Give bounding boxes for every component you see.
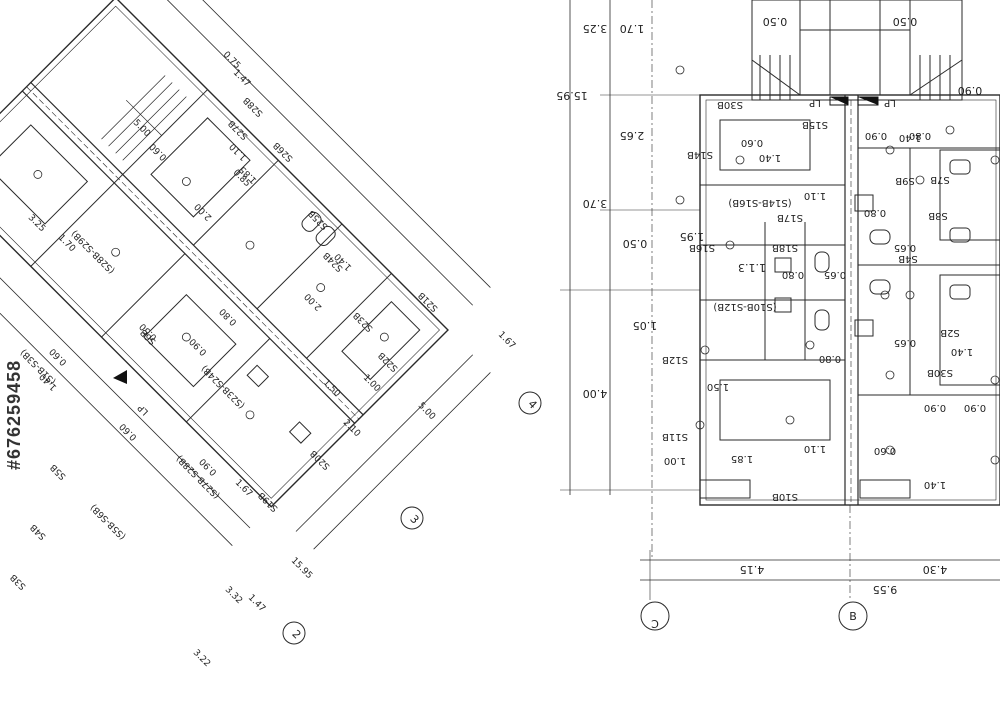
bed bbox=[939, 274, 1000, 386]
room-tag: S14B bbox=[687, 149, 713, 160]
room-dimension: 1.40 bbox=[951, 346, 973, 357]
toilet-fixture bbox=[869, 229, 891, 245]
toilet-fixture bbox=[869, 279, 891, 295]
dimension-label: 1.05 bbox=[633, 319, 658, 332]
room-tag: S9B bbox=[895, 175, 915, 186]
room-tag: S30B bbox=[717, 99, 743, 110]
room-tag: S8B bbox=[928, 210, 948, 221]
room-dimension: 0.65 bbox=[894, 337, 916, 348]
room-tag: S4B bbox=[898, 253, 918, 264]
left-grid-bubbles bbox=[282, 391, 542, 645]
room-dimension: 0.65 bbox=[824, 269, 846, 280]
dimension-label: 4.30 bbox=[923, 563, 948, 576]
left-floor-plan bbox=[0, 0, 491, 550]
dimension-label: 3.25 bbox=[583, 22, 608, 35]
room-dimension: 0.80 bbox=[909, 130, 931, 141]
room-dimension: 0.90 bbox=[865, 130, 887, 141]
room-dimension: 0.80 bbox=[782, 269, 804, 280]
room-tag: S11B bbox=[662, 431, 688, 442]
room-dimension: 0.90 bbox=[964, 402, 986, 413]
lp-panel-left bbox=[113, 370, 127, 384]
room-dimension: 0.90 bbox=[924, 402, 946, 413]
dimension-label: 0.90 bbox=[958, 84, 983, 97]
room-tag: S30B bbox=[927, 367, 953, 378]
stock-image-id: #676259458 bbox=[4, 359, 24, 470]
room-tag: S12B bbox=[662, 354, 688, 365]
dimension-label: 15.95 bbox=[556, 89, 588, 102]
dimension-label: 9.55 bbox=[873, 583, 898, 596]
dimension-label: 1.95 bbox=[680, 230, 705, 243]
room-dimension: 1.40 bbox=[899, 132, 921, 143]
window bbox=[859, 479, 911, 499]
circuit-note: (S10B-S12B) bbox=[713, 301, 776, 312]
room-tag: S18B bbox=[772, 242, 798, 253]
bed bbox=[719, 119, 811, 171]
grid-bubble bbox=[838, 601, 868, 631]
room-tag: S2B bbox=[940, 327, 960, 338]
room-dimension: 1.10 bbox=[804, 190, 826, 201]
room-dimension: 0.65 bbox=[894, 242, 916, 253]
room-tag: S15B bbox=[802, 119, 828, 130]
dimension-label: 2.65 bbox=[620, 129, 645, 142]
grid-label: C bbox=[651, 617, 659, 630]
grid-label: B bbox=[849, 610, 857, 623]
right-plan-labels: 3.25 1.70 15.95 2.65 3.70 1.95 4.00 0.50 1.05 1.1… bbox=[556, 15, 986, 596]
lp-panels bbox=[829, 96, 879, 106]
right-floor-plan bbox=[560, 0, 1000, 631]
room-tag: S7B bbox=[930, 174, 950, 185]
dimension-label: 4.00 bbox=[583, 387, 608, 400]
room-dimension: 0.60 bbox=[874, 445, 896, 456]
dimension-label: 0.50 bbox=[623, 237, 648, 250]
dimension-label: 1.70 bbox=[620, 22, 645, 35]
sink-fixture bbox=[854, 194, 874, 212]
panel-label: LP bbox=[809, 97, 821, 108]
stair bbox=[751, 0, 963, 101]
room-tag: S16B bbox=[689, 242, 715, 253]
bed bbox=[719, 379, 831, 441]
room-dimension: 1.40 bbox=[924, 479, 946, 490]
circuit-note: (S14B-S16B) bbox=[728, 197, 791, 208]
dimension-label: 0.50 bbox=[763, 15, 788, 28]
sink-fixture bbox=[854, 319, 874, 337]
dimension-label: 4.15 bbox=[740, 563, 765, 576]
room-dimension: 1.00 bbox=[664, 455, 686, 466]
sink-fixture bbox=[774, 297, 792, 313]
room-tag: S17B bbox=[777, 212, 803, 223]
grid-bubble bbox=[640, 601, 670, 631]
room-tag: S10B bbox=[772, 491, 798, 502]
room-dimension: 1.50 bbox=[707, 381, 729, 392]
room-dimension: 1.40 bbox=[759, 152, 781, 163]
room-dimension: 1.85 bbox=[731, 453, 753, 464]
room-dimension: 1.10 bbox=[804, 443, 826, 454]
panel-label: LP bbox=[884, 97, 896, 108]
dimension-label: 1.1.3 bbox=[738, 261, 766, 274]
room-dimension: 0.80 bbox=[864, 207, 886, 218]
room-dimension: 0.60 bbox=[741, 137, 763, 148]
dimension-label: 3.70 bbox=[583, 197, 608, 210]
toilet-fixture bbox=[814, 251, 830, 273]
toilet-fixture bbox=[814, 309, 830, 331]
dimension-label: 0.50 bbox=[893, 15, 918, 28]
window bbox=[699, 479, 751, 499]
sink-fixture bbox=[774, 257, 792, 273]
room-dimension: 0.80 bbox=[819, 353, 841, 364]
